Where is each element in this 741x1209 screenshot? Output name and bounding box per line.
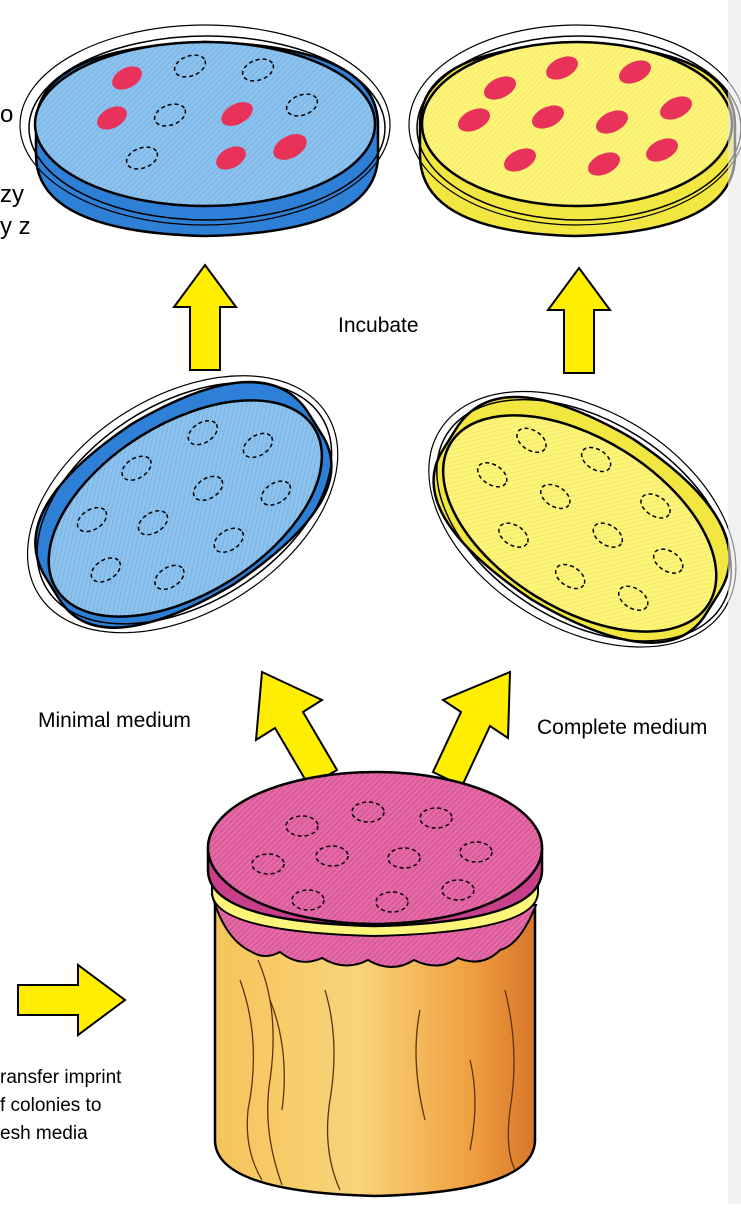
- transfer-label-line-1: ransfer imprint: [0, 1066, 121, 1089]
- transfer-arrow-right: [433, 672, 510, 786]
- left-edge-fragment-1: o: [0, 100, 13, 129]
- complete-medium-label: Complete medium: [537, 715, 707, 740]
- minimal-medium-label: Minimal medium: [38, 708, 191, 733]
- incubated-complete-plate: [409, 25, 741, 236]
- left-edge-fragment-2: zy: [0, 180, 24, 209]
- incubate-arrow-right: [548, 268, 610, 373]
- page-bleed: [728, 0, 741, 1204]
- transfer-arrow-horizontal: [18, 965, 125, 1035]
- velvet-block: [208, 772, 542, 1196]
- transfer-label-line-2: f colonies to: [0, 1094, 101, 1117]
- left-edge-fragment-3: y z: [0, 212, 31, 241]
- incubate-label: Incubate: [338, 313, 419, 338]
- transfer-arrow-left: [256, 672, 337, 786]
- complete-medium-plate: [383, 339, 741, 700]
- minimal-medium-plate: [0, 323, 384, 686]
- incubated-minimal-plate: [20, 25, 390, 236]
- transfer-label-line-3: esh media: [0, 1122, 88, 1145]
- incubate-arrow-left: [174, 265, 236, 370]
